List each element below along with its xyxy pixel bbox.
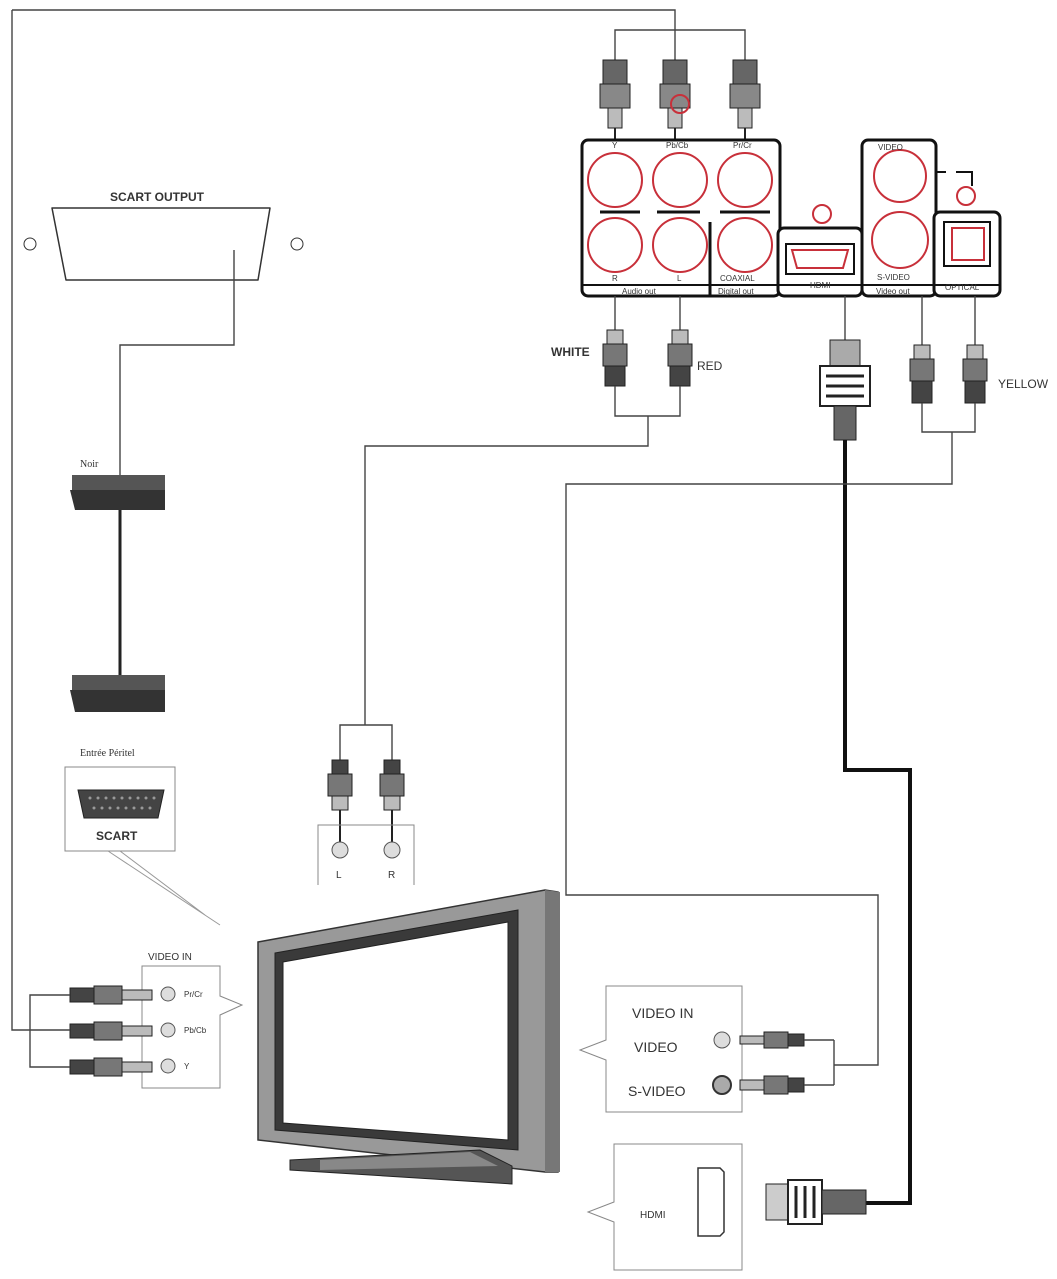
panel-label-pr: Pr/Cr: [733, 141, 752, 150]
component-plugs-left: [69, 985, 153, 1077]
component-cable-left: [29, 994, 70, 1068]
rca-plug-white: [602, 329, 628, 387]
hdmi-plug-bottom: [765, 1179, 867, 1225]
video-plugs-right: [739, 1031, 805, 1095]
panel-label-audio-out: Audio out: [622, 287, 657, 296]
panel-label-digital-out: Digital out: [718, 287, 754, 296]
label-white: WHITE: [551, 345, 590, 359]
video-stubs: [921, 296, 976, 345]
rca-plug-pb: [659, 59, 691, 140]
rca-plug-tv-r: [379, 759, 405, 845]
tv-video-input: [578, 985, 743, 1113]
component-top-bridge: [614, 29, 746, 60]
panel-label-s-video: S-VIDEO: [877, 273, 910, 282]
rca-plug-tv-l: [327, 759, 353, 845]
rca-plug-yellow-1: [909, 344, 935, 404]
label-video: VIDEO: [634, 1039, 678, 1055]
tv-scart-input: [64, 766, 176, 852]
panel-label-video: VIDEO: [878, 143, 903, 152]
scart-output-connector: [23, 207, 304, 281]
video-cable-right: [804, 1039, 834, 1086]
tv-hdmi-input: [586, 1143, 743, 1271]
television: [257, 889, 560, 1185]
label-scart-output: SCART OUTPUT: [110, 190, 205, 204]
scart-cable-upper: [119, 250, 235, 475]
audio-cable: [339, 386, 681, 760]
rca-plug-red: [667, 329, 693, 387]
hdmi-cable: [843, 440, 912, 1205]
label-hdmi-tv: HDMI: [640, 1210, 666, 1221]
rca-plug-y: [599, 59, 631, 140]
label-tv-audio-r: R: [388, 870, 395, 881]
tv-audio-input: [317, 824, 415, 885]
label-pr-cr: Pr/Cr: [184, 990, 203, 999]
rca-plug-yellow-2: [962, 344, 988, 404]
label-video-in-left: VIDEO IN: [148, 952, 192, 963]
label-video-in-right: VIDEO IN: [632, 1005, 693, 1021]
label-red: RED: [697, 359, 723, 373]
panel-label-l: L: [677, 274, 682, 283]
component-cable-loop: [11, 9, 676, 1031]
panel-label-coaxial: COAXIAL: [720, 274, 755, 283]
label-tv-audio-l: L: [336, 870, 342, 881]
panel-label-y: Y: [612, 141, 618, 150]
panel-label-optical: OPTICAL: [945, 283, 980, 292]
label-s-video: S-VIDEO: [628, 1083, 686, 1099]
scart-callout: [107, 850, 221, 926]
rca-plug-pr: [729, 59, 761, 140]
tv-component-input: [141, 965, 244, 1089]
label-entree-peritel: Entrée Péritel: [80, 748, 135, 759]
label-pb-cb: Pb/Cb: [184, 1026, 207, 1035]
label-yellow: YELLOW: [998, 377, 1049, 391]
player-back-panel: Y Pb/Cb Pr/Cr R L COAXIAL Audio out Digi…: [580, 138, 1002, 298]
label-scart: SCART: [96, 829, 138, 843]
scart-plug-top: [70, 475, 165, 510]
scart-plug-bottom: [70, 675, 165, 712]
panel-label-r: R: [612, 274, 618, 283]
label-y: Y: [184, 1062, 190, 1071]
panel-label-video-out: Video out: [876, 287, 910, 296]
hdmi-plug-top: [819, 339, 871, 441]
video-cable: [565, 403, 976, 1085]
panel-label-hdmi: HDMI: [810, 281, 830, 290]
audio-stubs: [614, 296, 681, 330]
panel-label-pb: Pb/Cb: [666, 141, 689, 150]
label-noir: Noir: [80, 459, 99, 470]
